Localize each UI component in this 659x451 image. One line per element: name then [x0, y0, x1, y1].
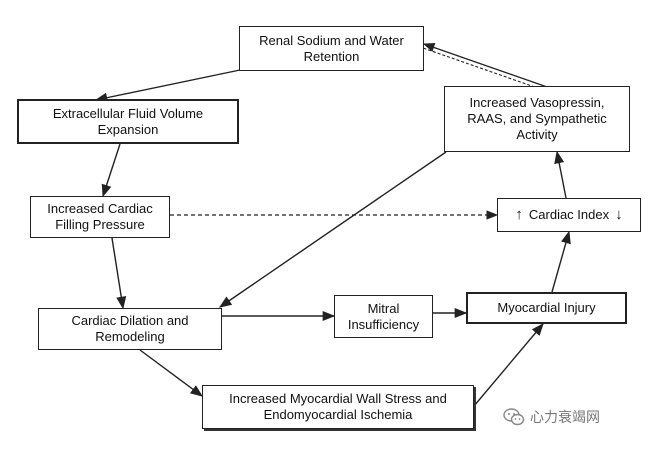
arrow-filling-to-dilation [111, 237, 127, 310]
node-mitral-insufficiency: Mitral Insufficiency [334, 295, 433, 338]
watermark-text: 心力衰竭网 [530, 409, 600, 425]
node-cardiac-index: ↑ Cardiac Index ↓ [497, 198, 641, 232]
cardiac-index-label: Cardiac Index [528, 207, 610, 222]
arrow-vaso-to-renal [422, 43, 551, 89]
arrow-vaso-to-dilation [218, 151, 447, 308]
arrow-injury-to-cardiac-index [551, 230, 571, 293]
node-cardiac-dilation-remodeling: Cardiac Dilation and Remodeling [38, 308, 222, 350]
node-increased-vasopressin-raas-sympathetic: Increased Vasopressin, RAAS, and Sympath… [444, 86, 630, 152]
node-ecf-volume-expansion: Extracellular Fluid Volume Expansion [17, 99, 239, 144]
arrow-ecf-to-filling [101, 143, 121, 198]
arrow-vaso-to-renal-dashed [422, 47, 550, 93]
arrow-cardiac-index-to-vaso [554, 150, 567, 199]
arrow-down-icon: ↓ [615, 206, 623, 223]
arrow-stress-to-injury [473, 323, 544, 407]
node-increased-cardiac-filling-pressure: Increased Cardiac Filling Pressure [30, 196, 170, 238]
arrow-dilation-to-stress [139, 349, 204, 397]
arrow-up-icon: ↑ [515, 206, 523, 223]
node-wall-stress-ischemia: Increased Myocardial Wall Stress and End… [202, 385, 474, 429]
wechat-icon [503, 408, 525, 426]
arrow-renal-to-ecf [94, 69, 241, 103]
watermark: 心力衰竭网 [503, 407, 600, 427]
node-renal-sodium-water-retention: Renal Sodium and Water Retention [239, 26, 424, 71]
node-myocardial-injury: Myocardial Injury [466, 292, 627, 324]
